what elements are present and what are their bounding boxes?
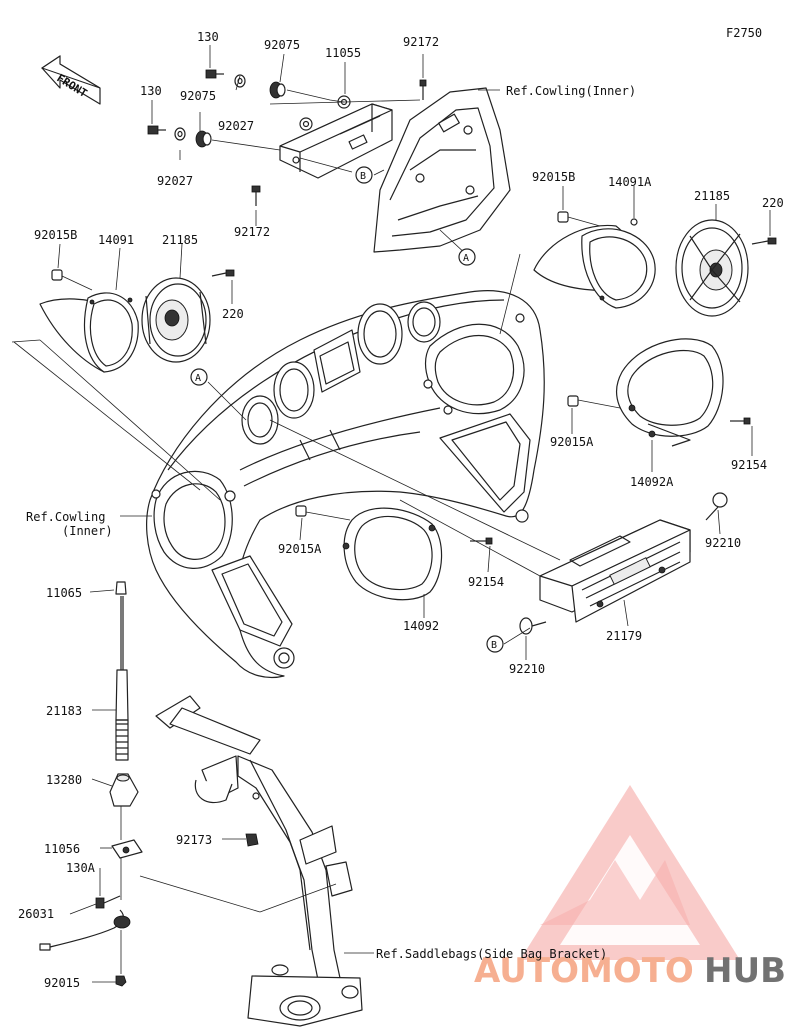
- antenna-base: [109, 773, 139, 807]
- gauge-pod: [273, 361, 315, 419]
- ref-label-cowling: Ref.Cowling: [26, 510, 105, 524]
- right-speaker-group: [533, 211, 777, 317]
- inner-fairing-main: [146, 290, 545, 679]
- screw-icon: [251, 185, 261, 206]
- callout-b-top: B: [355, 166, 373, 184]
- callout-a-left: A: [190, 368, 208, 386]
- part-label-92015b: 92015B: [532, 170, 575, 184]
- bolt-icon: [205, 69, 224, 79]
- gauge-pod: [357, 303, 403, 365]
- watermark-text-automoto: AUTOMOTO: [474, 951, 694, 991]
- lower-panel-right: [439, 413, 531, 513]
- speaker-grill-right: [615, 338, 724, 447]
- watermark-logo: AUTOMOTO HUB: [474, 785, 786, 991]
- antenna-cable: [45, 909, 124, 949]
- part-label-92172: 92172: [403, 35, 439, 49]
- ref-label-saddlebags: Ref.Saddlebags(Side Bag Bracket): [376, 947, 607, 961]
- part-label-130: 130: [197, 30, 219, 44]
- callout-label: B: [491, 640, 497, 651]
- part-label-92210: 92210: [509, 662, 545, 676]
- part-label-21185: 21185: [694, 189, 730, 203]
- speaker-opening-right: [424, 323, 525, 415]
- bolt-icon: [147, 125, 166, 135]
- part-label-220: 220: [762, 196, 784, 210]
- inner-cowling-top: [373, 87, 511, 253]
- screw-icon: [211, 269, 235, 277]
- screw-icon: [470, 537, 493, 545]
- part-label-92015a: 92015A: [278, 542, 322, 556]
- callout-a-top: A: [458, 248, 476, 266]
- speaker-grill-left: [342, 507, 443, 601]
- audio-unit: [539, 519, 691, 623]
- screw-icon: [751, 237, 777, 245]
- part-label-14091a: 14091A: [608, 175, 652, 189]
- part-label-92172: 92172: [234, 225, 270, 239]
- part-label-92075: 92075: [180, 89, 216, 103]
- saddlebag-bracket: [155, 695, 363, 1027]
- callout-label: A: [463, 253, 469, 264]
- part-label-130a: 130A: [66, 861, 96, 875]
- part-label-92015a: 92015A: [550, 435, 594, 449]
- part-label-14092a: 14092A: [630, 475, 674, 489]
- watermark-text-hub: HUB: [704, 951, 786, 991]
- screw-icon: [95, 895, 121, 909]
- part-label-92027: 92027: [157, 174, 193, 188]
- part-label-26031: 26031: [18, 907, 54, 921]
- display-pod: [313, 329, 361, 393]
- part-label-92173: 92173: [176, 833, 212, 847]
- antenna-cap-icon: [115, 581, 127, 595]
- ref-label-cowling-inner-paren: (Inner): [62, 524, 113, 538]
- part-label-220: 220: [222, 307, 244, 321]
- bolt-icon: [705, 492, 728, 521]
- screw-icon: [419, 79, 427, 100]
- part-label-92027: 92027: [218, 119, 254, 133]
- callout-b-right: B: [486, 635, 504, 653]
- part-label-21185: 21185: [162, 233, 198, 247]
- nut-icon: [115, 975, 127, 987]
- speaker-gasket: [83, 292, 139, 373]
- pin-icon: [557, 211, 569, 223]
- front-arrow-icon: FRONT: [40, 55, 101, 105]
- left-speaker-group: [39, 269, 235, 373]
- part-label-14091: 14091: [98, 233, 134, 247]
- diagram-code: F2750: [726, 26, 762, 40]
- part-label-92015: 92015: [44, 976, 80, 990]
- grommet-icon: [195, 130, 212, 148]
- speaker-icon: [141, 277, 211, 363]
- ref-label-cowling-inner: Ref.Cowling(Inner): [506, 84, 636, 98]
- part-label-92075: 92075: [264, 38, 300, 52]
- part-label-14092: 14092: [403, 619, 439, 633]
- part-label-92154: 92154: [731, 458, 767, 472]
- part-label-130: 130: [140, 84, 162, 98]
- clip-icon: [245, 833, 259, 847]
- pin-icon: [567, 395, 579, 407]
- pin-icon: [295, 505, 307, 517]
- callout-label: B: [360, 171, 366, 182]
- grommet-icon: [269, 81, 286, 99]
- washer-icon: [174, 127, 186, 141]
- pin-icon: [51, 269, 63, 281]
- speaker-icon: [675, 219, 749, 317]
- bolt-icon: [519, 617, 547, 635]
- part-label-92015b: 92015B: [34, 228, 77, 242]
- screw-icon: [730, 417, 751, 425]
- part-label-11056: 11056: [44, 842, 80, 856]
- lower-panel-left: [211, 555, 293, 647]
- gauge-pod: [241, 395, 279, 445]
- part-label-92154: 92154: [468, 575, 504, 589]
- gauge-pod: [407, 301, 441, 343]
- top-bracket-assembly: [147, 69, 427, 206]
- part-label-21183: 21183: [46, 704, 82, 718]
- part-label-11065: 11065: [46, 586, 82, 600]
- part-label-11055: 11055: [325, 46, 361, 60]
- part-label-92210: 92210: [705, 536, 741, 550]
- antenna-assembly: [39, 581, 143, 987]
- leader-lines: [11, 45, 771, 983]
- part-label-21179: 21179: [606, 629, 642, 643]
- speaker-opening-left: [153, 470, 233, 569]
- part-label-13280: 13280: [46, 773, 82, 787]
- callout-label: A: [195, 373, 201, 384]
- bracket-11055: [279, 95, 393, 179]
